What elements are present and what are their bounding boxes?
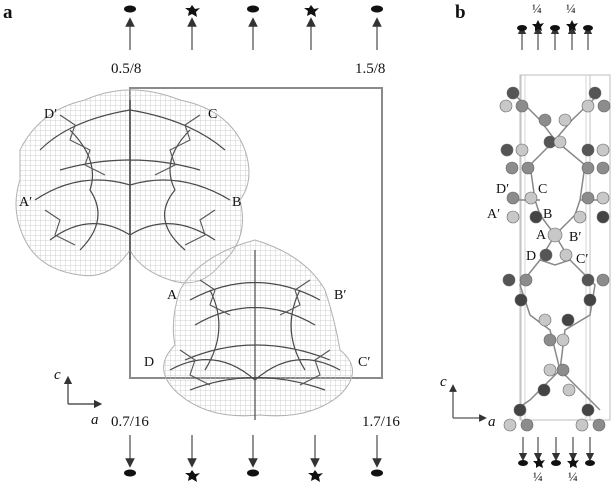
atom-c-prime: [559, 248, 573, 262]
chain-label-c-prime: C′: [358, 355, 371, 370]
chain-label-d-prime: D′: [44, 107, 58, 122]
axis-label-a-a: a: [91, 412, 99, 428]
axis-label-c-a: c: [54, 367, 61, 383]
four-fold-screw-icon: [185, 5, 200, 17]
chain-label-d: D: [144, 355, 155, 370]
chain-label-b-prime: B′: [334, 288, 347, 303]
lower-molecule-density: [163, 239, 353, 420]
atom-d: [539, 248, 553, 262]
b-label-a: A: [536, 228, 547, 243]
chain-label-a: A: [167, 288, 178, 303]
b-label-c-prime: C′: [576, 252, 589, 267]
panel-b-structure: [449, 20, 611, 468]
bottom-symmetry-arrows: [125, 435, 382, 468]
b-top-quarter-2: ¼: [566, 1, 576, 16]
four-fold-screw-icon: [304, 5, 319, 17]
b-label-c: C: [538, 182, 548, 197]
bottom-symmetry-symbols: [124, 469, 383, 482]
b-label-b: B: [543, 207, 553, 222]
bottom-fraction-right: 1.7/16: [362, 414, 400, 430]
atom-a-prime: [506, 210, 520, 224]
b-bottom-quarter-1: ¼: [533, 469, 543, 484]
axes-a: [63, 375, 103, 409]
b-label-d: D: [526, 249, 537, 264]
b-top-quarter-1: ¼: [532, 1, 542, 16]
atom-a: [547, 227, 563, 243]
top-fraction-left: 0.5/8: [111, 61, 142, 77]
atom-d-prime: [506, 191, 520, 205]
chain-label-a-prime: A′: [19, 195, 33, 210]
bottom-fraction-left: 0.7/16: [111, 414, 149, 430]
two-fold-axis-icon: [371, 5, 383, 13]
atom-b: [529, 210, 543, 224]
two-fold-axis-icon: [124, 5, 136, 13]
two-fold-axis-icon: [247, 5, 259, 13]
chain-label-c: C: [208, 107, 218, 122]
b-bottom-quarter-2: ¼: [568, 469, 578, 484]
b-label-b-prime: B′: [569, 230, 582, 245]
axis-label-a-b: a: [488, 414, 496, 430]
atoms: [499, 86, 611, 432]
axis-label-c-b: c: [440, 374, 447, 390]
top-fraction-right: 1.5/8: [355, 61, 386, 77]
chain-label-b: B: [232, 195, 242, 210]
b-label-d-prime: D′: [496, 182, 510, 197]
panel-b-label: b: [455, 2, 466, 23]
panel-a-label: a: [3, 2, 13, 23]
top-symmetry-symbols: [124, 5, 383, 17]
atom-c: [524, 191, 538, 205]
top-symmetry-arrows: [125, 17, 382, 50]
b-label-a-prime: A′: [487, 207, 501, 222]
